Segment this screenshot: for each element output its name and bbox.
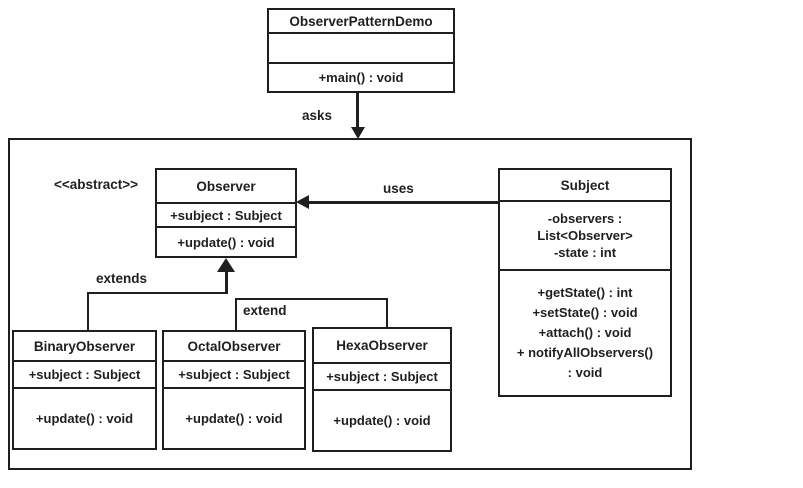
class-box-octalobserver: OctalObserver +subject : Subject +update… (162, 330, 306, 450)
class-attr-binary-subject: +subject : Subject (28, 367, 141, 382)
class-box-observerpatterndemo: ObserverPatternDemo +main() : void (267, 8, 455, 93)
class-method-observer-update: +update() : void (177, 234, 275, 250)
extend-bracket-horizontal (235, 298, 388, 300)
relation-label-uses: uses (383, 181, 414, 196)
class-method-subject-notify-return: : void (567, 365, 603, 380)
class-method-subject-attach: +attach() : void (538, 325, 632, 340)
inheritance-arrowhead-up-icon (217, 258, 235, 272)
asks-arrow-line (356, 93, 359, 129)
class-method-hexa-update: +update() : void (333, 413, 431, 428)
class-box-binaryobserver: BinaryObserver +subject : Subject +updat… (12, 330, 157, 450)
extends-bracket-vertical-binary (87, 292, 89, 330)
relation-label-asks: asks (302, 108, 333, 123)
uses-arrowhead-left-icon (296, 195, 309, 209)
class-attr-hexa-subject: +subject : Subject (326, 369, 438, 384)
asks-arrowhead-down-icon (351, 127, 365, 139)
class-box-hexaobserver: HexaObserver +subject : Subject +update(… (312, 327, 452, 452)
class-method-binary-update: +update() : void (35, 411, 134, 426)
uses-arrow-line (306, 201, 498, 204)
class-method-subject-setstate: +setState() : void (532, 305, 638, 320)
class-name-octalobserver: OctalObserver (187, 338, 281, 354)
class-method-octal-update: +update() : void (185, 411, 283, 426)
relation-label-extend: extend (243, 303, 287, 318)
class-name-observer: Observer (196, 178, 256, 194)
relation-label-extends: extends (96, 271, 148, 286)
class-attributes-observerpatterndemo-empty (269, 32, 453, 62)
class-name-hexaobserver: HexaObserver (336, 338, 428, 353)
extend-bracket-vertical-octal (235, 298, 237, 330)
class-box-observer: Observer +subject : Subject +update() : … (155, 168, 297, 258)
class-attr-subject-observers: -observers : (547, 211, 623, 226)
class-attr-observer-subject: +subject : Subject (170, 207, 282, 223)
extends-bracket-horizontal (87, 292, 228, 294)
class-method-subject-getstate: +getState() : int (537, 285, 633, 300)
class-attr-octal-subject: +subject : Subject (178, 367, 290, 382)
class-method-main: +main() : void (318, 70, 404, 85)
class-attr-subject-observers-type: List<Observer> (537, 228, 633, 243)
class-attr-subject-state: -state : int (553, 245, 617, 260)
stereotype-abstract-label: <<abstract>> (54, 177, 139, 192)
class-name-subject: Subject (560, 177, 610, 193)
extend-bracket-vertical-hexa (386, 298, 388, 327)
class-method-subject-notifyallobservers: + notifyAllObservers() (516, 345, 654, 360)
class-name-observerpatterndemo: ObserverPatternDemo (289, 13, 433, 29)
class-box-subject: Subject -observers : List<Observer> -sta… (498, 168, 672, 397)
inheritance-arrow-shaft (225, 270, 228, 294)
class-name-binaryobserver: BinaryObserver (33, 338, 136, 354)
